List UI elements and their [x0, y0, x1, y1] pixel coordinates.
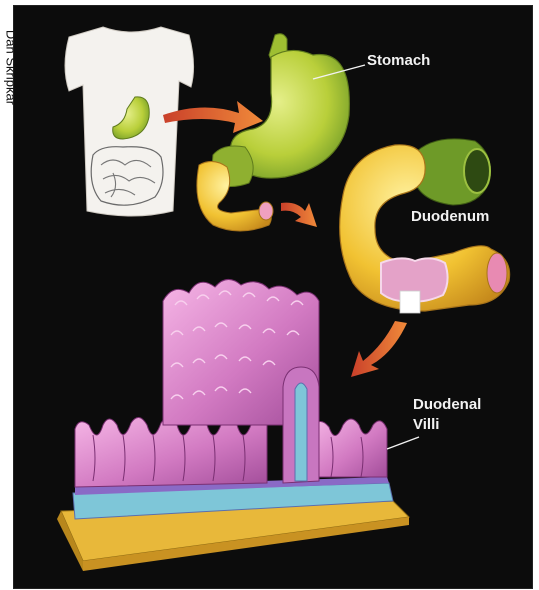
stomach	[197, 34, 349, 231]
arrow-to-duodenum	[281, 203, 317, 227]
villi-label-line1: Duodenal	[413, 396, 481, 413]
duodenal-villi	[57, 279, 409, 571]
digestive-diagram: Stomach Duodenum	[13, 5, 531, 587]
stomach-label: Stomach	[367, 52, 430, 69]
duodenum	[340, 139, 510, 313]
torso-figure	[65, 27, 194, 216]
sample-region-marker	[400, 291, 420, 313]
duodenum-label: Duodenum	[411, 208, 489, 225]
villi-pointer	[387, 437, 419, 449]
villi-label-line2: Villi	[413, 416, 439, 433]
arrow-to-villi	[351, 321, 407, 377]
